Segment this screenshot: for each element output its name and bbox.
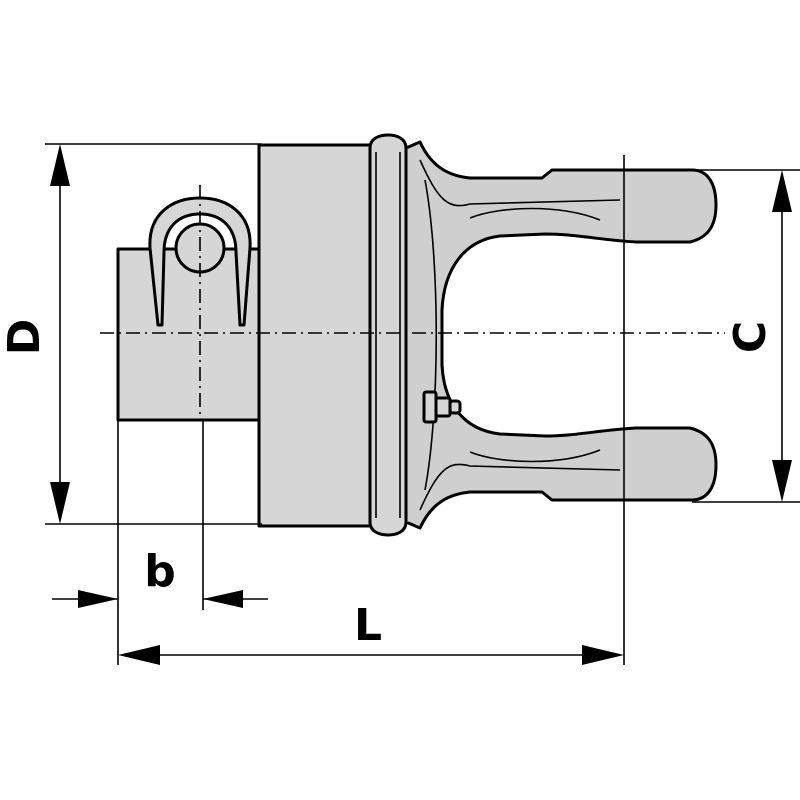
grease-nipple [422, 390, 462, 424]
label-d: D [0, 319, 50, 356]
label-l: L [354, 600, 382, 651]
ring-collar [368, 133, 408, 537]
dimension-l: L [118, 600, 624, 665]
yoke-fork [404, 140, 718, 530]
dimension-d: D [0, 144, 70, 524]
dimension-b: b [52, 546, 268, 608]
main-body [257, 143, 373, 528]
extension-lines [45, 143, 800, 665]
dimension-c: C [725, 170, 792, 502]
label-b: b [144, 546, 176, 597]
label-c: C [725, 321, 776, 353]
clamp-lug [148, 185, 252, 420]
